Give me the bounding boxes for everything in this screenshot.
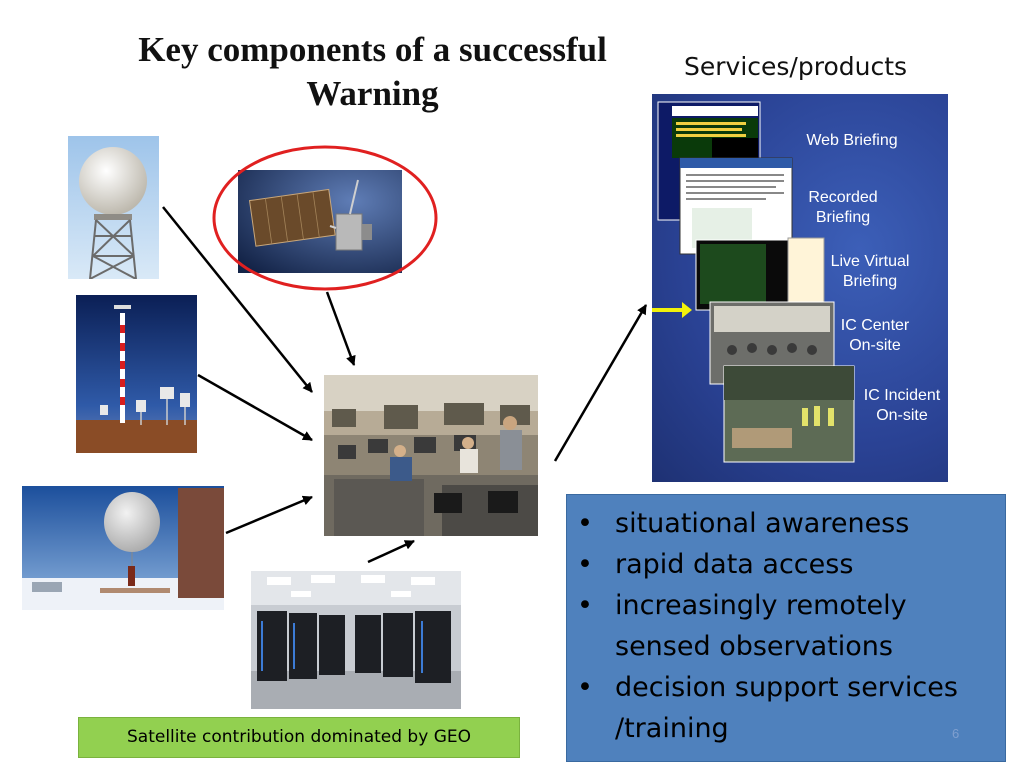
satellite-photo [238,170,402,273]
operations-center-photo [324,375,538,536]
arrow-balloon-to-ops [225,495,313,535]
satellite-highlight-ellipse [212,145,438,291]
service-web-briefing: Web Briefing [806,132,898,149]
service-ic-incident-onsite: IC Incident On-site [863,387,941,424]
key-point-item: increasingly remotely sensed observation… [577,585,915,667]
key-points-box: situational awareness rapid data access … [566,494,1006,762]
service-ic-center-onsite: IC Center On-site [840,317,910,354]
service-live-virtual-briefing: Live Virtual Briefing [830,253,910,290]
key-point-item: rapid data access [577,544,955,585]
arrow-station-to-ops [197,373,313,442]
arrow-computer-to-ops [367,539,415,564]
service-recorded-briefing: Recorded Briefing [808,189,878,226]
key-point-item: situational awareness [577,503,955,544]
key-point-item: decision support services /training [577,667,985,749]
geo-satellite-callout: Satellite contribution dominated by GEO [78,717,520,758]
arrow-satellite-to-ops [325,291,356,366]
radar-dome-photo [68,136,159,279]
supercomputer-photo [251,571,461,709]
slide-title: Key components of a successful Warning [138,30,607,113]
arrow-ops-to-services [553,304,648,462]
weather-balloon-photo [22,486,224,610]
page-number: 6 [952,726,960,741]
arrow-radar-to-ops [162,206,313,393]
weather-station-photo [76,295,197,453]
key-points-list: situational awareness rapid data access … [567,495,1005,749]
services-products-heading: Services/products [684,52,908,81]
services-products-panel: Web Briefing Recorded Briefing Live Virt… [652,94,948,482]
